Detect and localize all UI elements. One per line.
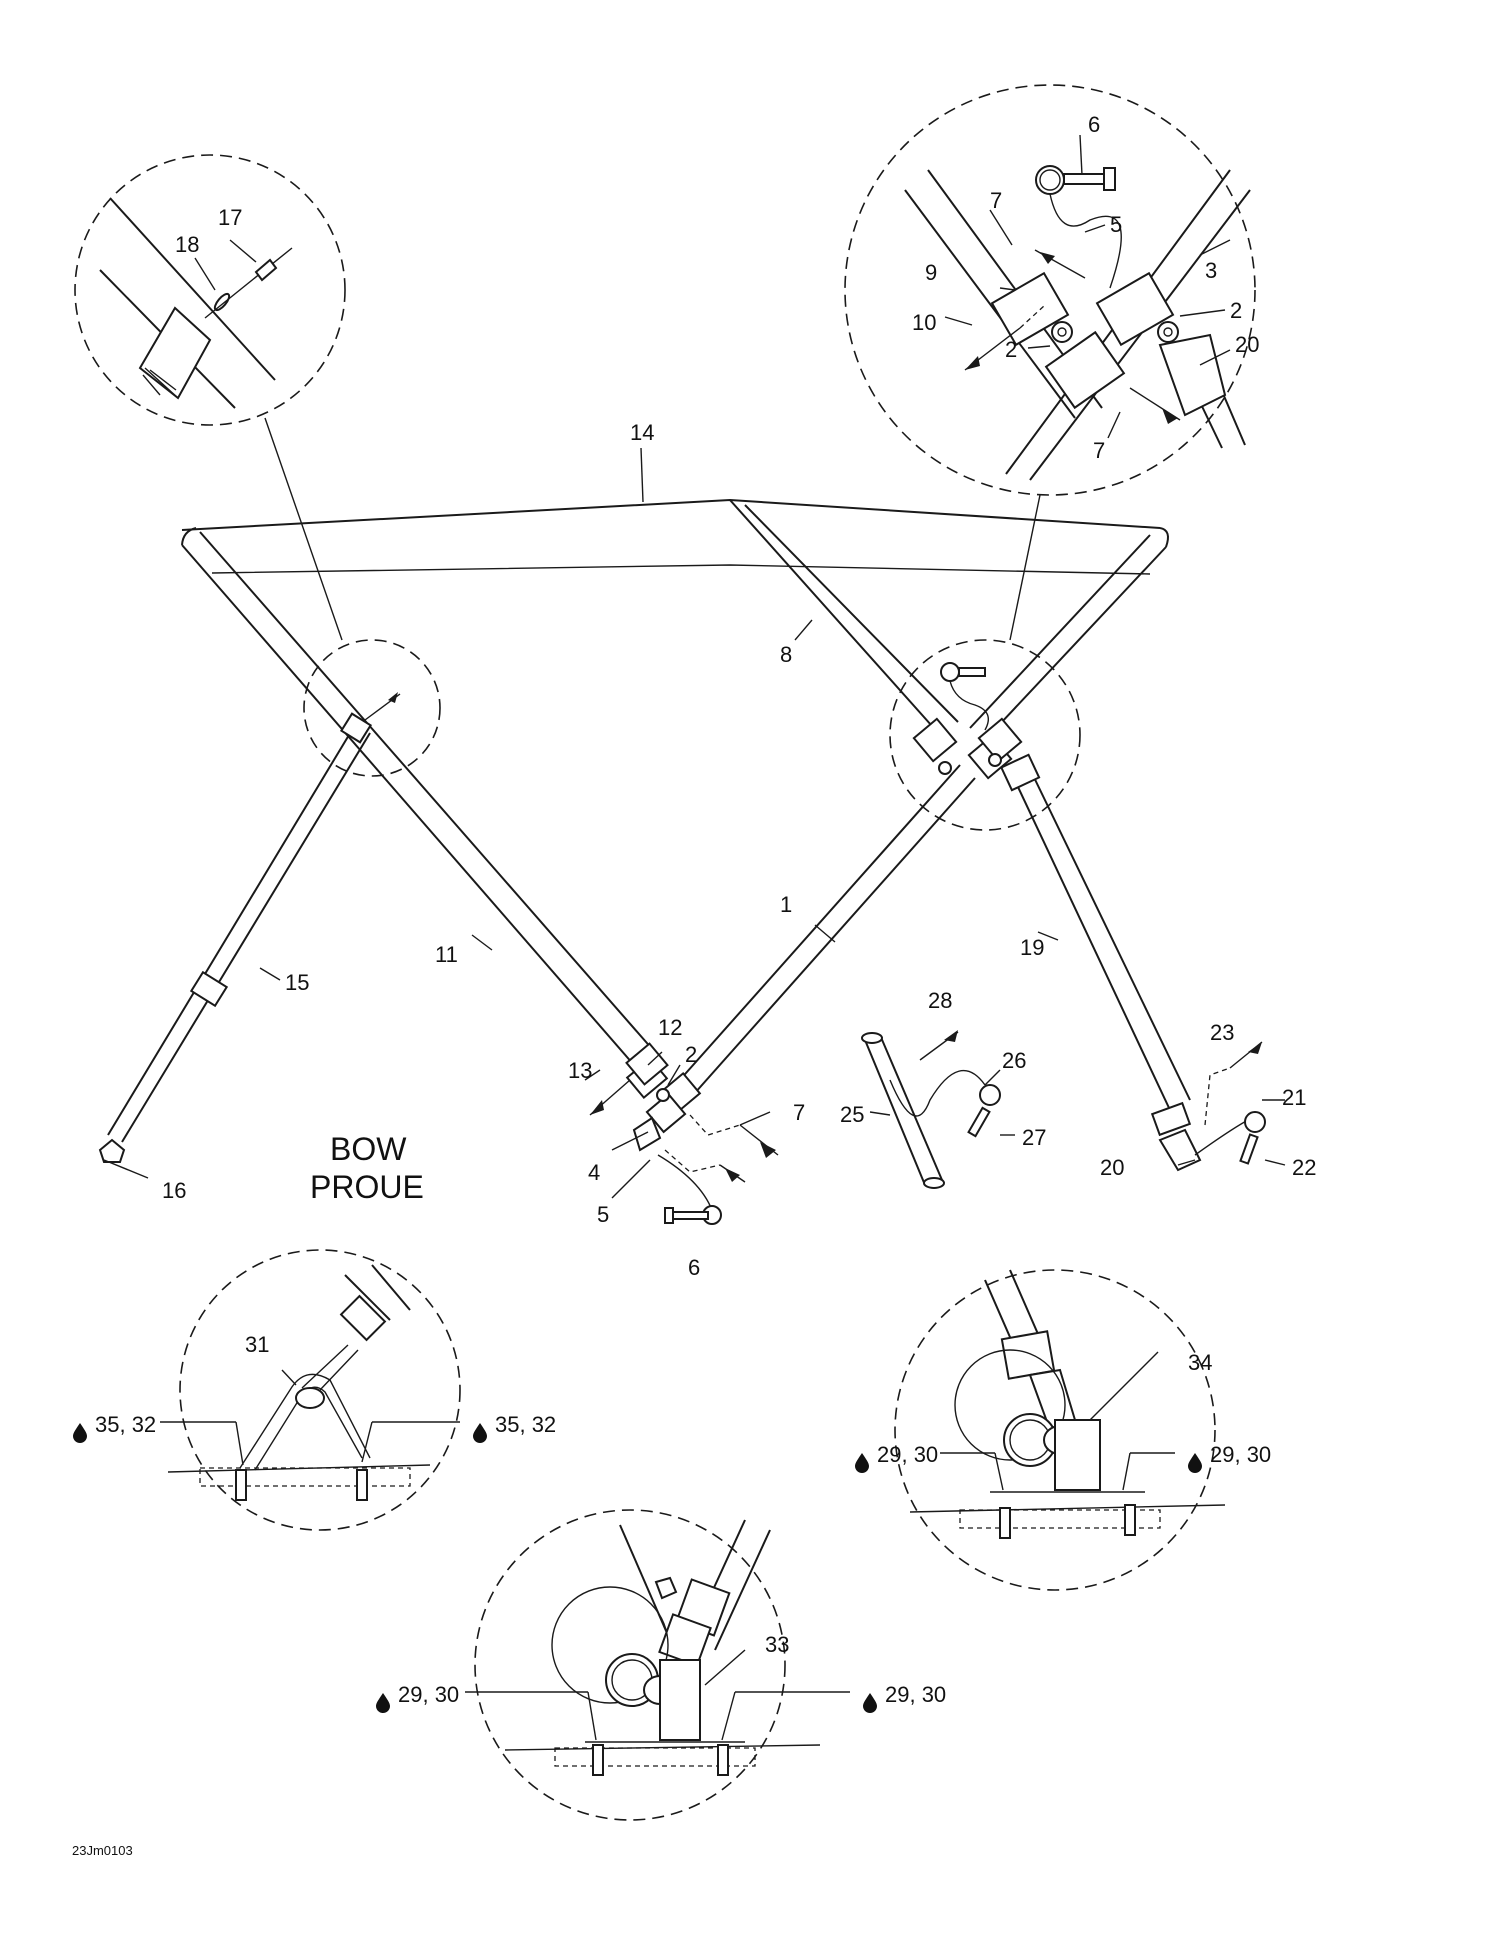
label-9: 9	[925, 260, 937, 285]
drawing-code: 23Jm0103	[72, 1843, 133, 1858]
label-11: 11	[435, 942, 458, 967]
label-6: 6	[688, 1255, 700, 1280]
label-6-detail: 6	[1088, 112, 1100, 137]
label-29-30-right-left: 29, 30	[877, 1442, 938, 1467]
label-2-detail-right: 2	[1230, 298, 1242, 323]
drop-icon	[1188, 1453, 1202, 1473]
label-7-detail: 7	[990, 188, 1002, 213]
label-5: 5	[597, 1202, 609, 1227]
label-20-detail: 20	[1235, 332, 1259, 357]
label-7: 7	[793, 1100, 805, 1125]
label-18: 18	[175, 232, 199, 257]
label-26: 26	[1002, 1048, 1026, 1073]
label-5-detail: 5	[1110, 212, 1122, 237]
label-7-detail-lower: 7	[1093, 438, 1105, 463]
label-33: 33	[765, 1632, 789, 1657]
callout-labels: 1 2 4 5 6 7 8 11 12 13 14 15 16 17 18 19…	[72, 112, 1316, 1858]
drop-icon	[376, 1693, 390, 1713]
right-joint-circle	[889, 639, 1081, 831]
label-28: 28	[928, 988, 952, 1013]
label-2-detail-left: 2	[1005, 337, 1017, 362]
label-22: 22	[1292, 1155, 1316, 1180]
drop-icon	[473, 1423, 487, 1443]
label-34: 34	[1188, 1350, 1212, 1375]
left-detail-circle-small	[303, 639, 441, 777]
label-20: 20	[1100, 1155, 1124, 1180]
bottom-right-tube-end	[1150, 1041, 1266, 1172]
label-21: 21	[1282, 1085, 1306, 1110]
label-29-30-center-right: 29, 30	[885, 1682, 946, 1707]
leader-lines	[103, 134, 1286, 1741]
drop-icon	[73, 1423, 87, 1443]
label-35-32-left: 35, 32	[95, 1412, 156, 1437]
label-19: 19	[1020, 935, 1044, 960]
proue-label: PROUE	[310, 1169, 424, 1205]
canopy-frame	[181, 498, 1191, 1113]
right-detail-circle-large	[844, 84, 1256, 641]
drop-icon	[855, 1453, 869, 1473]
strap-15	[98, 712, 373, 1163]
label-29-30-center-left: 29, 30	[398, 1682, 459, 1707]
label-25: 25	[840, 1102, 864, 1127]
label-2: 2	[685, 1042, 697, 1067]
label-4: 4	[588, 1160, 600, 1185]
label-14: 14	[630, 420, 654, 445]
detail-circle-33	[474, 1509, 821, 1821]
label-3: 3	[1205, 258, 1217, 283]
bow-label: BOW	[330, 1131, 407, 1167]
label-27: 27	[1022, 1125, 1046, 1150]
bottom-left-joint	[589, 1056, 779, 1225]
label-12: 12	[658, 1015, 682, 1040]
label-31: 31	[245, 1332, 269, 1357]
label-23: 23	[1210, 1020, 1234, 1045]
label-8: 8	[780, 642, 792, 667]
left-detail-circle-large	[74, 154, 346, 641]
label-15: 15	[285, 970, 309, 995]
label-35-32-right: 35, 32	[495, 1412, 556, 1437]
label-29-30-right-right: 29, 30	[1210, 1442, 1271, 1467]
label-10: 10	[912, 310, 936, 335]
drop-icon	[863, 1693, 877, 1713]
label-13: 13	[568, 1058, 592, 1083]
label-1: 1	[780, 892, 792, 917]
detail-circle-31	[167, 1249, 461, 1531]
label-16: 16	[162, 1178, 186, 1203]
detail-circle-34	[894, 1269, 1226, 1591]
handle-25	[861, 1030, 1001, 1189]
label-17: 17	[218, 205, 242, 230]
